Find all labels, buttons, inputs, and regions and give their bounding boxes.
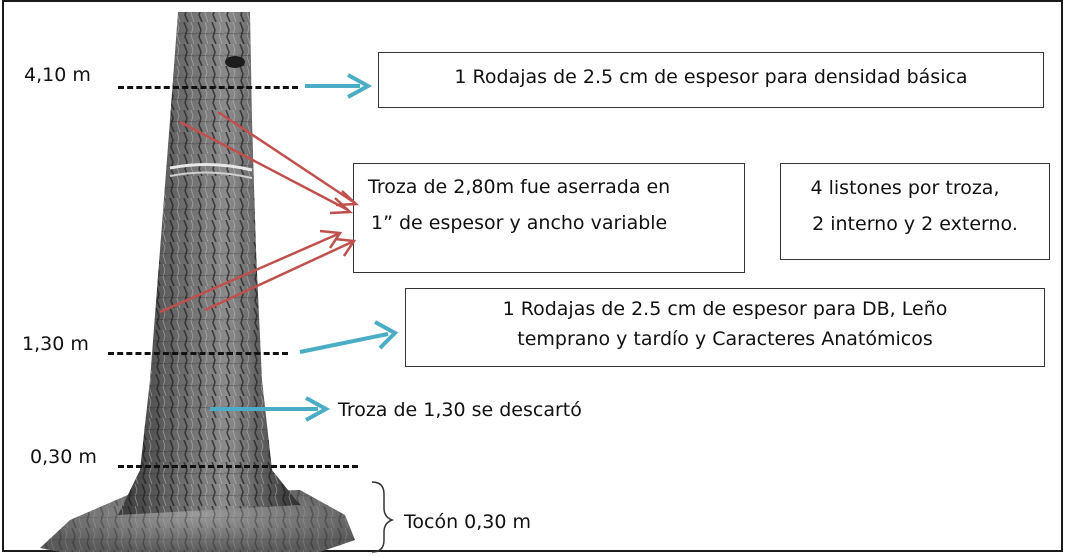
cut-line-4-10	[118, 86, 298, 89]
sawn-log-box: Troza de 2,80m fue aserrada en 1” de esp…	[353, 163, 745, 273]
height-label-4-10: 4,10 m	[24, 64, 91, 86]
sawn-log-line-2: 1” de espesor y ancho variable	[371, 212, 668, 234]
cut-line-1-30	[108, 352, 288, 355]
density-disc-box: 1 Rodajas de 2.5 cm de espesor para dens…	[378, 52, 1044, 108]
stump-note: Tocón 0,30 m	[404, 511, 532, 533]
db-disc-line-1: 1 Rodajas de 2.5 cm de espesor para DB, …	[502, 298, 948, 320]
db-disc-line-2: temprano y tardío y Caracteres Anatómico…	[517, 328, 933, 350]
height-label-0-30: 0,30 m	[30, 446, 97, 468]
battens-line-2: 2 interno y 2 externo.	[812, 213, 1018, 235]
sawn-log-line-1: Troza de 2,80m fue aserrada en	[368, 176, 671, 198]
density-disc-text: 1 Rodajas de 2.5 cm de espesor para dens…	[454, 66, 968, 88]
battens-line-1: 4 listones por troza,	[810, 177, 1000, 199]
discarded-log-note: Troza de 1,30 se descartó	[338, 399, 582, 421]
cut-line-0-30	[118, 465, 358, 468]
height-label-1-30: 1,30 m	[22, 333, 89, 355]
battens-box: 4 listones por troza, 2 interno y 2 exte…	[780, 163, 1050, 260]
db-disc-box: 1 Rodajas de 2.5 cm de espesor para DB, …	[405, 288, 1045, 367]
